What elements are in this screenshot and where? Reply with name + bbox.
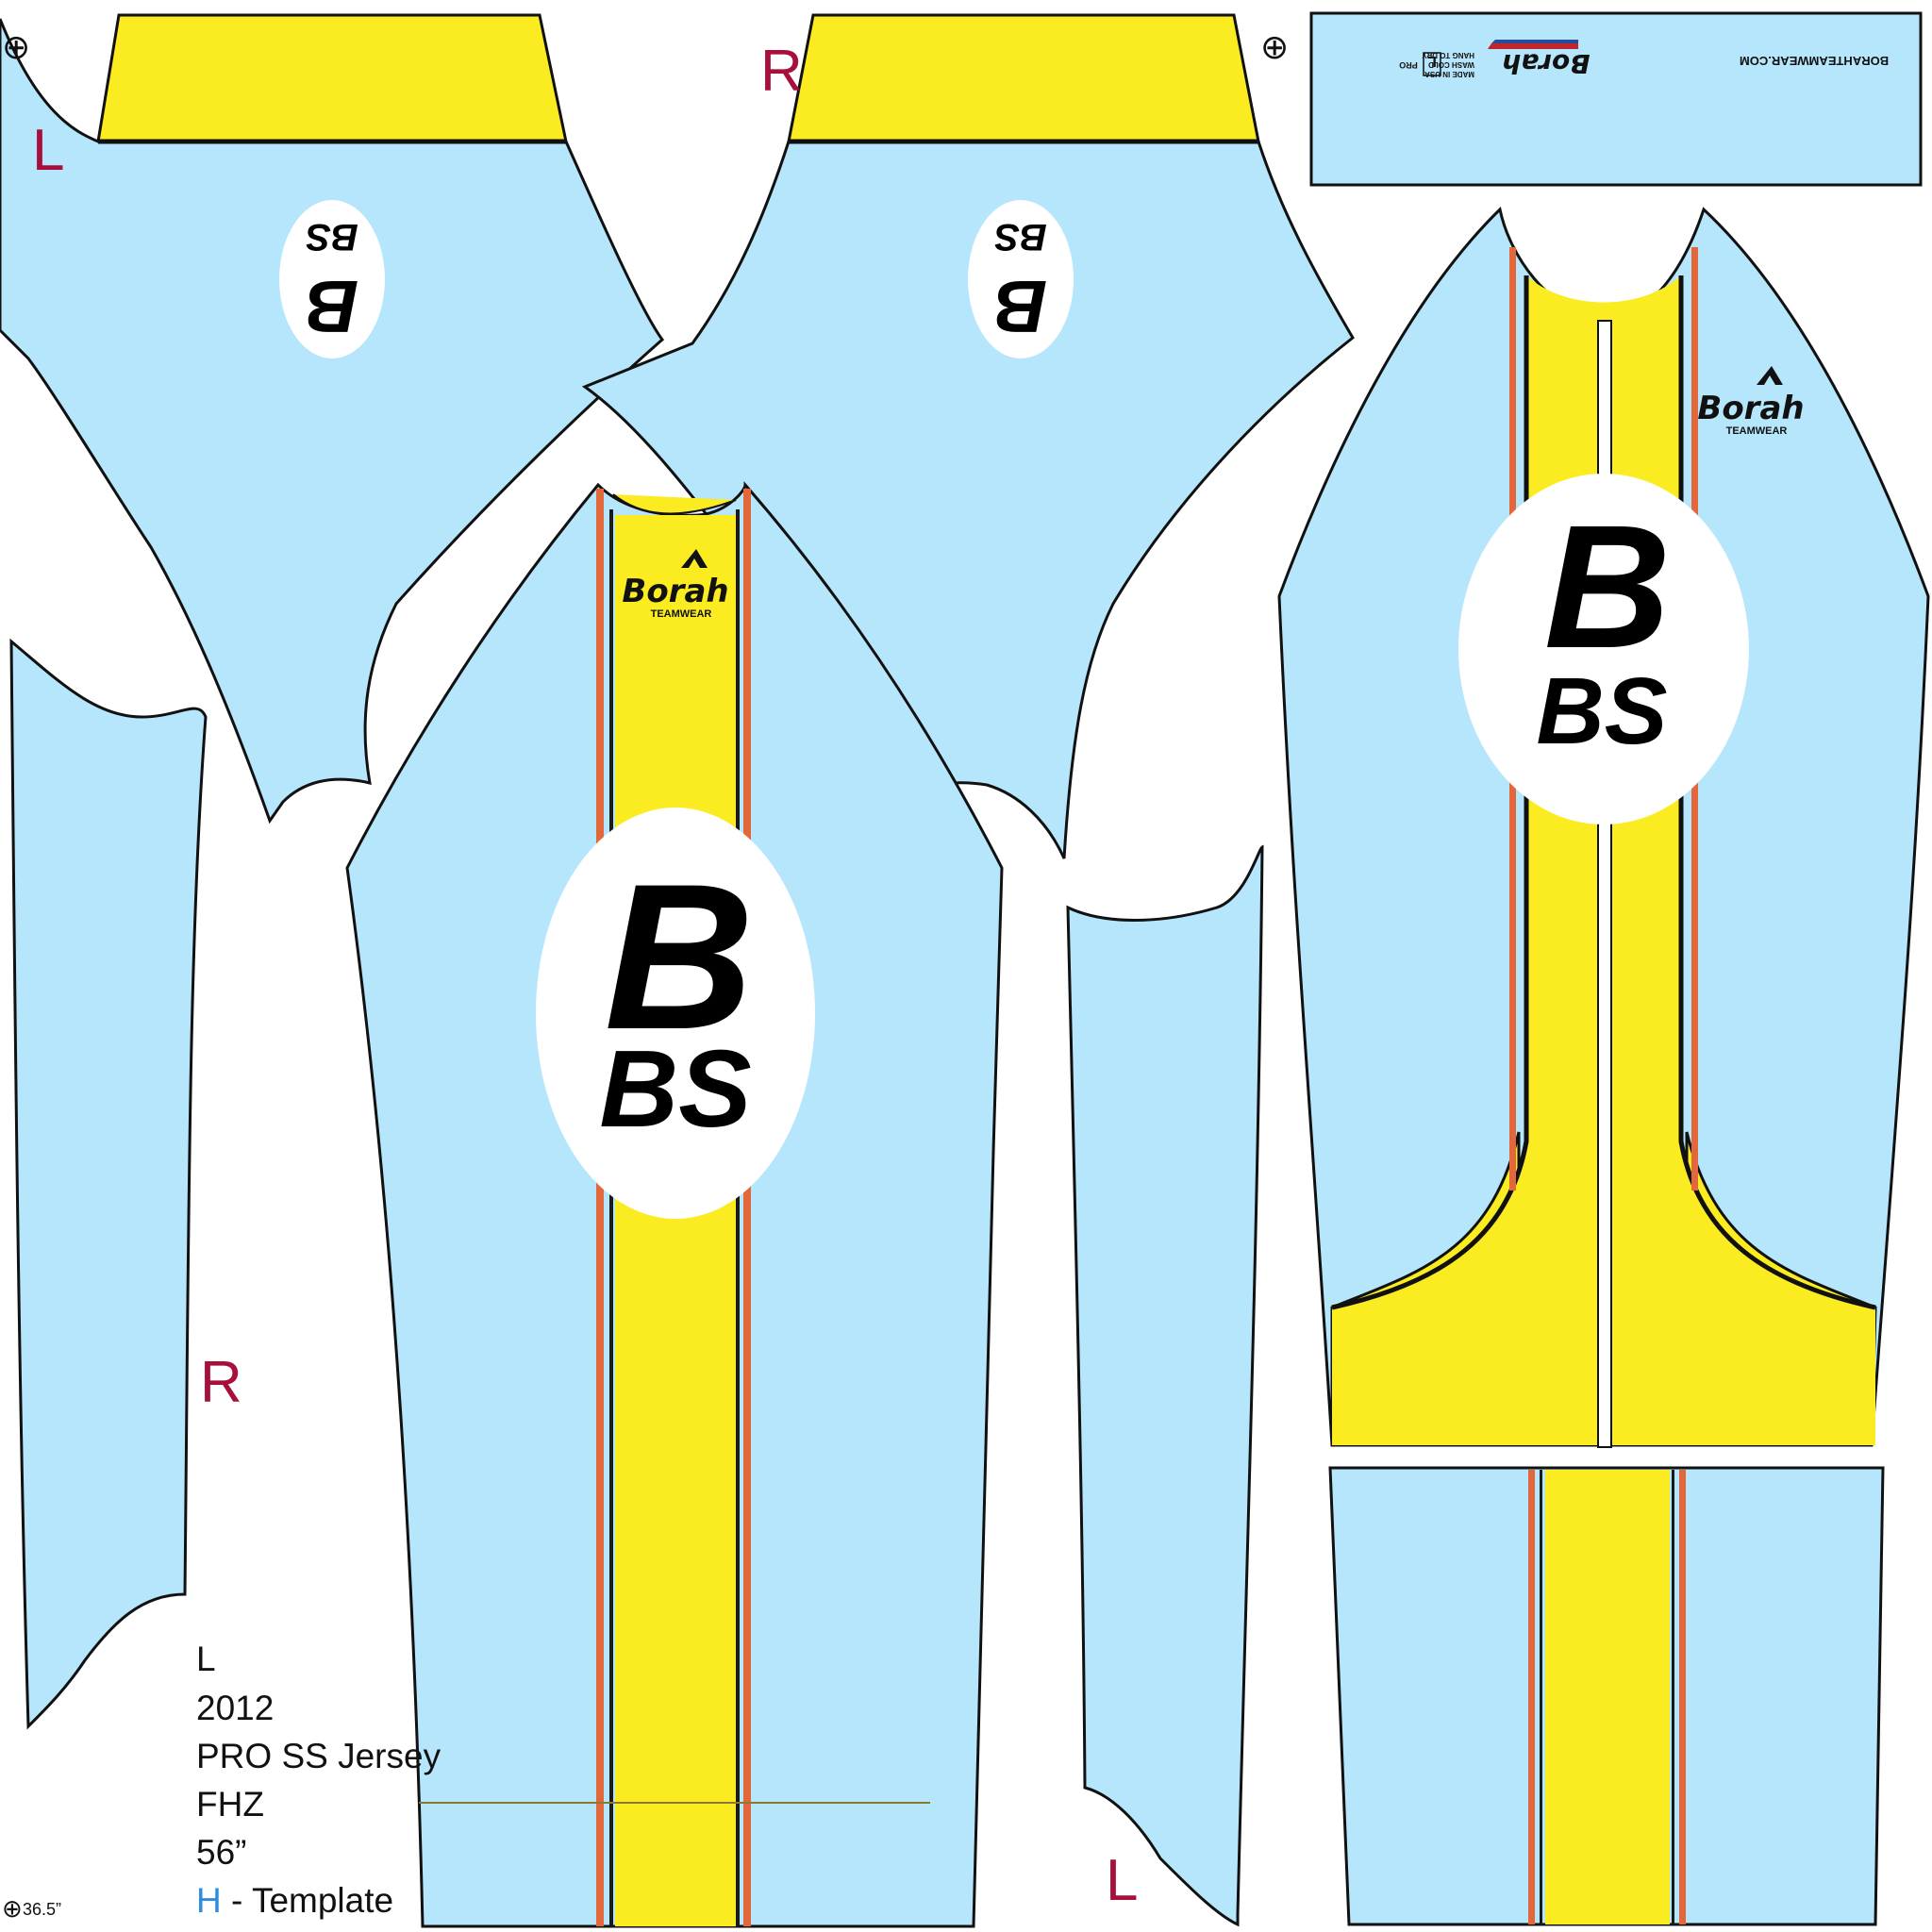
spec-grade-suffix: - Template	[221, 1881, 394, 1920]
back-team-code: BS	[1537, 658, 1668, 764]
left-sleeve-initial: B	[306, 265, 358, 348]
back-pocket-panel	[1328, 1466, 1885, 1926]
registration-mark-top-left: ⊕	[2, 28, 30, 67]
measure-marker: ⊕ 36.5”	[2, 1895, 61, 1924]
spec-grade: H - Template	[196, 1883, 393, 1918]
front-team-initial: B	[605, 841, 755, 1073]
measure-value: 36.5”	[23, 1900, 61, 1919]
collar-label-size: L	[1427, 53, 1437, 69]
collar-label-pro: PRO	[1399, 60, 1418, 70]
front-brand-logo: Borah	[622, 573, 728, 610]
spec-year: 2012	[196, 1689, 275, 1727]
collar-label-wash: WASH COLD	[1428, 60, 1474, 69]
spec-code: FHZ	[196, 1785, 264, 1824]
back-brand-tagline: TEAMWEAR	[1726, 425, 1788, 437]
collar-label-brand: Borah	[1502, 48, 1590, 79]
left-sleeve-panel: B BS L	[0, 13, 665, 824]
spec-length: 56”	[196, 1833, 247, 1872]
registration-mark-top-right: ⊕	[1260, 28, 1289, 67]
left-sleeve-side-mark: L	[32, 118, 64, 183]
registration-mark-bottom-left: ⊕	[2, 1895, 23, 1924]
collar-panel: BORAHTEAMWEAR.COM Borah MADE IN USA WASH…	[1309, 11, 1923, 187]
front-team-code: BS	[599, 1027, 751, 1150]
right-sleeve-code: BS	[994, 216, 1047, 258]
right-sleeve-initial: B	[994, 265, 1047, 348]
spec-grade-letter: H	[196, 1881, 222, 1920]
right-sleeve-side-mark: R	[760, 39, 803, 104]
spec-size: L	[196, 1640, 216, 1678]
front-body-panel: Borah TEAMWEAR B BS	[345, 481, 1004, 1928]
spec-product: PRO SS Jersey	[196, 1737, 441, 1775]
back-brand-logo: Borah	[1697, 390, 1804, 427]
right-side-panel: L	[1066, 844, 1264, 1927]
left-sleeve-code: BS	[306, 216, 358, 258]
collar-label-made: MADE IN USA	[1424, 70, 1474, 78]
back-team-initial: B	[1544, 490, 1671, 685]
collar-website: BORAHTEAMWEAR.COM	[1740, 54, 1889, 68]
right-side-panel-mark: L	[1106, 1848, 1138, 1913]
front-brand-tagline: TEAMWEAR	[651, 608, 712, 620]
back-body-panel: Borah TEAMWEAR B BS	[1277, 207, 1930, 1448]
left-side-panel-mark: R	[200, 1350, 242, 1415]
collar-label-dry: HANG TO DRY	[1422, 51, 1474, 59]
left-side-panel: R	[9, 638, 242, 1730]
right-sleeve-panel: B BS R	[581, 13, 1355, 859]
